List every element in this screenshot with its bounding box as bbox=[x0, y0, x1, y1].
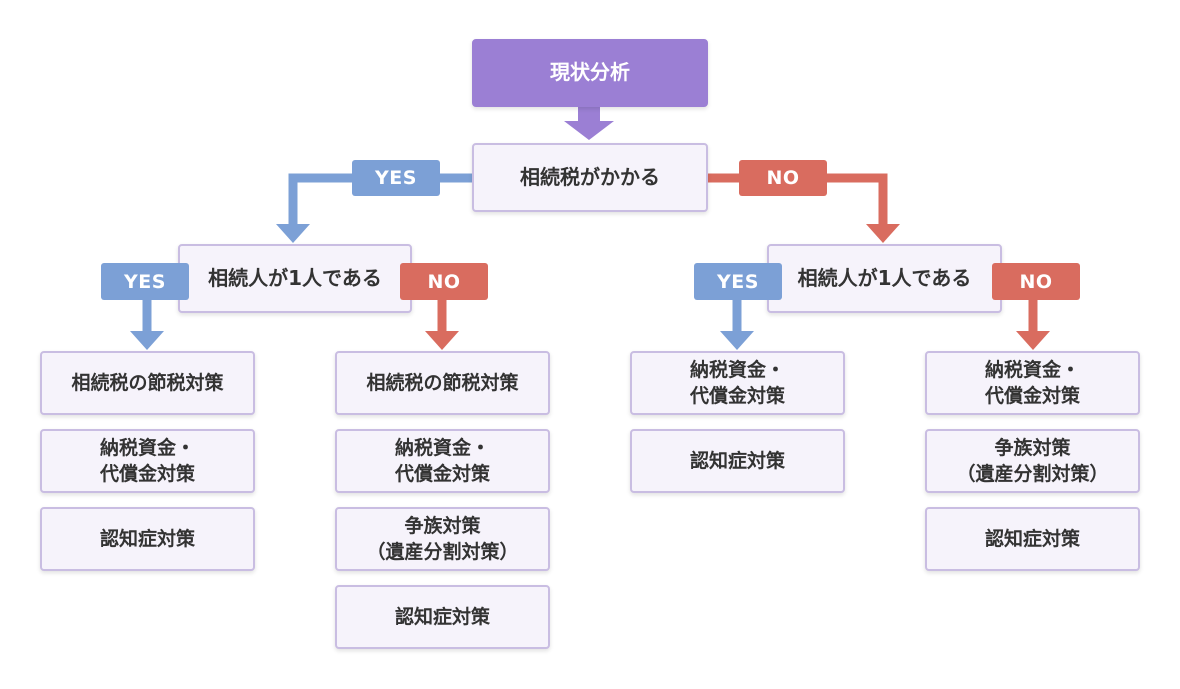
item-line: 代償金対策 bbox=[394, 463, 490, 485]
item-line: 争族対策 bbox=[994, 436, 1071, 459]
arrow-top-yes bbox=[276, 224, 310, 243]
top-no-badge: NO bbox=[739, 160, 827, 196]
item-line: 認知症対策 bbox=[984, 527, 1080, 550]
root-node: 現状分析 bbox=[472, 39, 708, 107]
item-line: 納税資金・ bbox=[984, 358, 1080, 381]
left-no-badge: NO bbox=[400, 263, 488, 300]
item-line: 代償金対策 bbox=[99, 463, 195, 485]
top-no-label: NO bbox=[766, 167, 800, 189]
item-line: 認知症対策 bbox=[689, 449, 785, 472]
arrow-root-down bbox=[564, 106, 614, 140]
left-yes-badge: YES bbox=[101, 263, 189, 300]
left-yes-label: YES bbox=[124, 270, 166, 293]
right-no-item-2: 争族対策 （遺産分割対策） bbox=[925, 429, 1140, 493]
right-yes-label: YES bbox=[717, 270, 759, 293]
right-yes-item-2: 認知症対策 bbox=[630, 429, 845, 493]
arrow-left-yes bbox=[130, 331, 164, 350]
top-yes-label: YES bbox=[375, 167, 417, 189]
item-line: 納税資金・ bbox=[394, 436, 490, 459]
right-question-node: 相続人が1人である bbox=[767, 244, 1002, 313]
root-label: 現状分析 bbox=[550, 60, 630, 85]
item-line: （遺産分割対策） bbox=[366, 541, 519, 563]
right-yes-badge: YES bbox=[694, 263, 782, 300]
left-no-item-2: 納税資金・ 代償金対策 bbox=[335, 429, 550, 493]
right-question-label: 相続人が1人である bbox=[797, 265, 972, 290]
left-no-item-1: 相続税の節税対策 bbox=[335, 351, 550, 415]
item-line: 争族対策 bbox=[404, 514, 481, 537]
right-no-item-3: 認知症対策 bbox=[925, 507, 1140, 571]
left-no-label: NO bbox=[427, 270, 461, 293]
right-no-item-1: 納税資金・ 代償金対策 bbox=[925, 351, 1140, 415]
item-line: 相続税の節税対策 bbox=[366, 371, 519, 394]
item-line: 相続税の節税対策 bbox=[71, 371, 224, 394]
left-yes-item-2: 納税資金・ 代償金対策 bbox=[40, 429, 255, 493]
left-question-label: 相続人が1人である bbox=[208, 265, 382, 290]
top-question-node: 相続税がかかる bbox=[472, 143, 708, 212]
left-yes-item-3: 認知症対策 bbox=[40, 507, 255, 571]
item-line: 納税資金・ bbox=[99, 436, 195, 459]
right-no-badge: NO bbox=[992, 263, 1080, 300]
item-line: （遺産分割対策） bbox=[956, 463, 1109, 485]
left-yes-item-1: 相続税の節税対策 bbox=[40, 351, 255, 415]
item-line: 認知症対策 bbox=[99, 527, 195, 550]
arrow-right-no bbox=[1016, 331, 1050, 350]
item-line: 認知症対策 bbox=[394, 605, 490, 628]
arrow-left-no bbox=[425, 331, 459, 350]
right-yes-item-1: 納税資金・ 代償金対策 bbox=[630, 351, 845, 415]
item-line: 納税資金・ bbox=[689, 358, 785, 381]
item-line: 代償金対策 bbox=[984, 385, 1080, 407]
item-line: 代償金対策 bbox=[689, 385, 785, 407]
top-question-label: 相続税がかかる bbox=[520, 164, 660, 189]
left-question-node: 相続人が1人である bbox=[178, 244, 412, 313]
left-no-item-4: 認知症対策 bbox=[335, 585, 550, 649]
left-no-item-3: 争族対策 （遺産分割対策） bbox=[335, 507, 550, 571]
arrow-top-no bbox=[866, 224, 900, 243]
arrow-right-yes bbox=[720, 331, 754, 350]
right-no-label: NO bbox=[1019, 270, 1053, 293]
top-yes-badge: YES bbox=[352, 160, 440, 196]
